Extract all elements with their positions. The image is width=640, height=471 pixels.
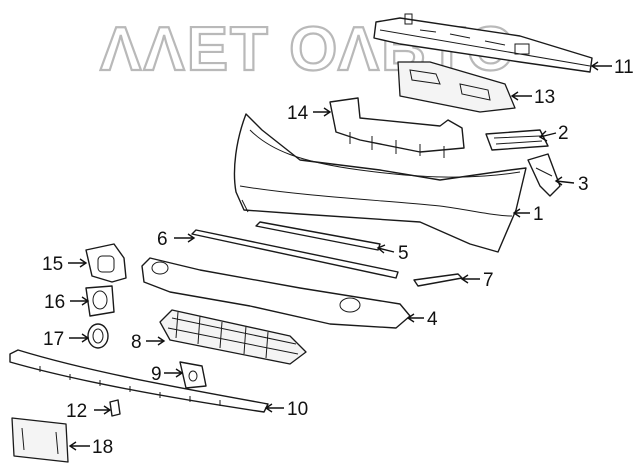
part-15-fog-bezel xyxy=(85,243,127,283)
callout-6: 6 xyxy=(157,229,168,250)
part-1-bumper-fascia xyxy=(233,113,527,253)
callout-13: 13 xyxy=(534,87,555,108)
part-5-air-dam-strip xyxy=(255,221,381,251)
part-10-valance xyxy=(9,349,269,413)
part-2-lamp-bezel xyxy=(485,129,549,151)
part-17-ring xyxy=(87,323,109,349)
callout-5: 5 xyxy=(398,243,409,264)
part-11-clip xyxy=(109,399,121,417)
part-3-side-bracket xyxy=(527,153,561,197)
callout-8: 8 xyxy=(131,332,142,353)
callout-4: 4 xyxy=(427,309,438,330)
callout-arrows xyxy=(68,61,612,451)
part-7-trim xyxy=(413,273,463,287)
part-12-reinforcement-bar xyxy=(373,13,593,73)
callout-16: 16 xyxy=(44,292,65,313)
callout-14: 14 xyxy=(287,103,309,124)
callout-10: 10 xyxy=(287,399,308,420)
part-8-grille xyxy=(159,309,307,365)
part-16-fog-cover xyxy=(85,285,115,317)
callout-12: 11 xyxy=(614,57,634,78)
callout-3: 3 xyxy=(578,174,589,195)
part-18-license-bracket xyxy=(11,417,69,463)
callout-2: 2 xyxy=(558,123,569,144)
part-4-lower-fascia xyxy=(141,257,411,329)
callout-1: 1 xyxy=(533,204,544,225)
callout-17: 17 xyxy=(43,329,64,350)
part-14-bracket xyxy=(329,97,465,158)
callout-9: 9 xyxy=(151,364,162,385)
part-13-absorber xyxy=(397,61,516,113)
part-6-molding-strip xyxy=(191,229,399,279)
callout-7: 7 xyxy=(483,270,494,291)
callout-15: 15 xyxy=(42,254,63,275)
part-9-cover xyxy=(179,361,207,389)
callout-18: 18 xyxy=(92,437,113,458)
callout-11: 12 xyxy=(66,401,87,422)
